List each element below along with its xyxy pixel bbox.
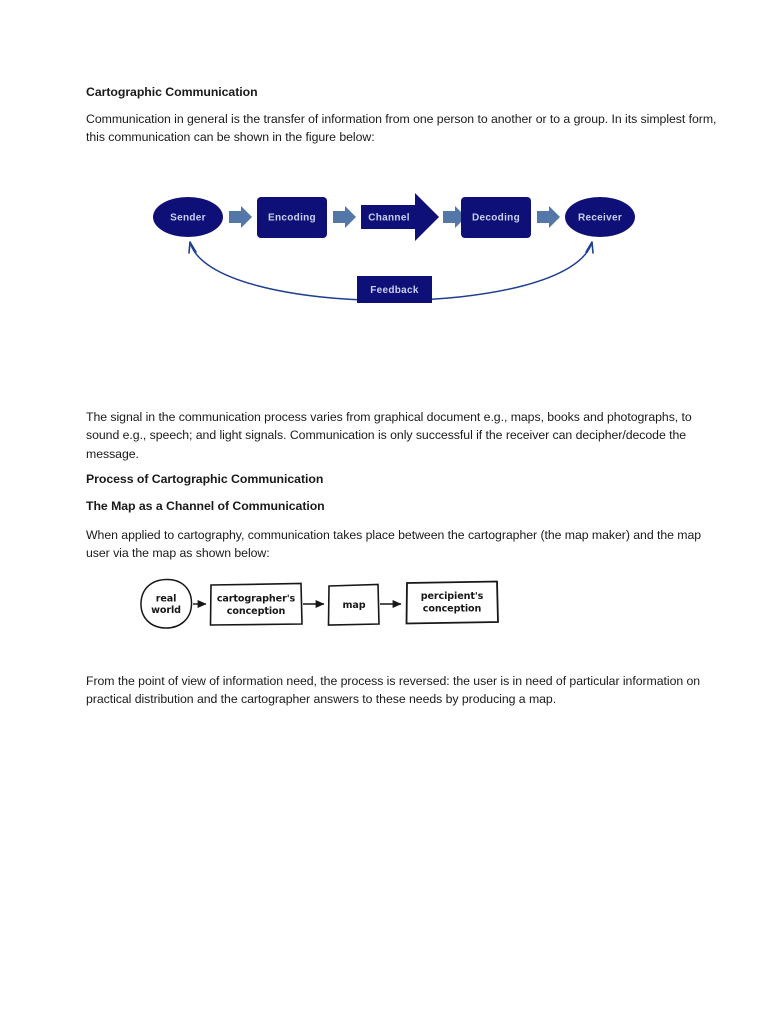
connector-arrow-4 xyxy=(537,206,560,228)
paragraph-intro: Communication in general is the transfer… xyxy=(86,112,717,145)
node-sender: Sender xyxy=(153,197,223,237)
node-feedback: Feedback xyxy=(357,276,432,303)
sketch-node-percipients-conception: percipient's conception xyxy=(405,580,499,625)
node-decoding-label: Decoding xyxy=(472,213,520,224)
node-decoding: Decoding xyxy=(461,197,531,238)
heading-process-of-cartographic-communication: Process of Cartographic Communication xyxy=(86,472,324,486)
node-encoding-label: Encoding xyxy=(268,213,316,224)
paragraph-signal: The signal in the communication process … xyxy=(86,410,692,461)
figure-map-communication-sketch: real world cartographer's conception map xyxy=(130,572,510,638)
sketch-label-cartographers-conception-line2: conception xyxy=(227,606,286,617)
node-feedback-label: Feedback xyxy=(370,285,419,296)
node-channel-label: Channel xyxy=(368,213,410,224)
node-encoding: Encoding xyxy=(257,197,327,238)
sketch-label-real-world-line1: real xyxy=(156,594,177,605)
sketch-label-percipients-conception-line2: conception xyxy=(423,604,482,615)
figure-communication-model: Sender Encoding Channel xyxy=(140,180,660,320)
connector-arrow-3 xyxy=(443,206,466,228)
connector-arrow-2 xyxy=(333,206,356,228)
sketch-node-real-world: real world xyxy=(140,578,193,629)
node-receiver-label: Receiver xyxy=(578,213,622,224)
heading-map-as-channel: The Map as a Channel of Communication xyxy=(86,499,325,513)
paragraph-applied-to-cartography: When applied to cartography, communicati… xyxy=(86,528,702,561)
node-channel: Channel xyxy=(361,193,439,241)
node-sender-label: Sender xyxy=(170,213,206,224)
sketch-label-map: map xyxy=(342,600,365,611)
sketch-node-cartographers-conception: cartographer's conception xyxy=(209,582,303,626)
sketch-label-cartographers-conception-line1: cartographer's xyxy=(217,594,296,605)
connector-arrow-1 xyxy=(229,206,252,228)
heading-cartographic-communication: Cartographic Communication xyxy=(86,85,258,99)
sketch-label-real-world-line2: world xyxy=(151,605,181,616)
node-receiver: Receiver xyxy=(565,197,635,237)
sketch-label-percipients-conception-line1: percipient's xyxy=(421,591,484,602)
sketch-node-map: map xyxy=(327,583,380,626)
paragraph-closing: From the point of view of information ne… xyxy=(86,674,701,707)
